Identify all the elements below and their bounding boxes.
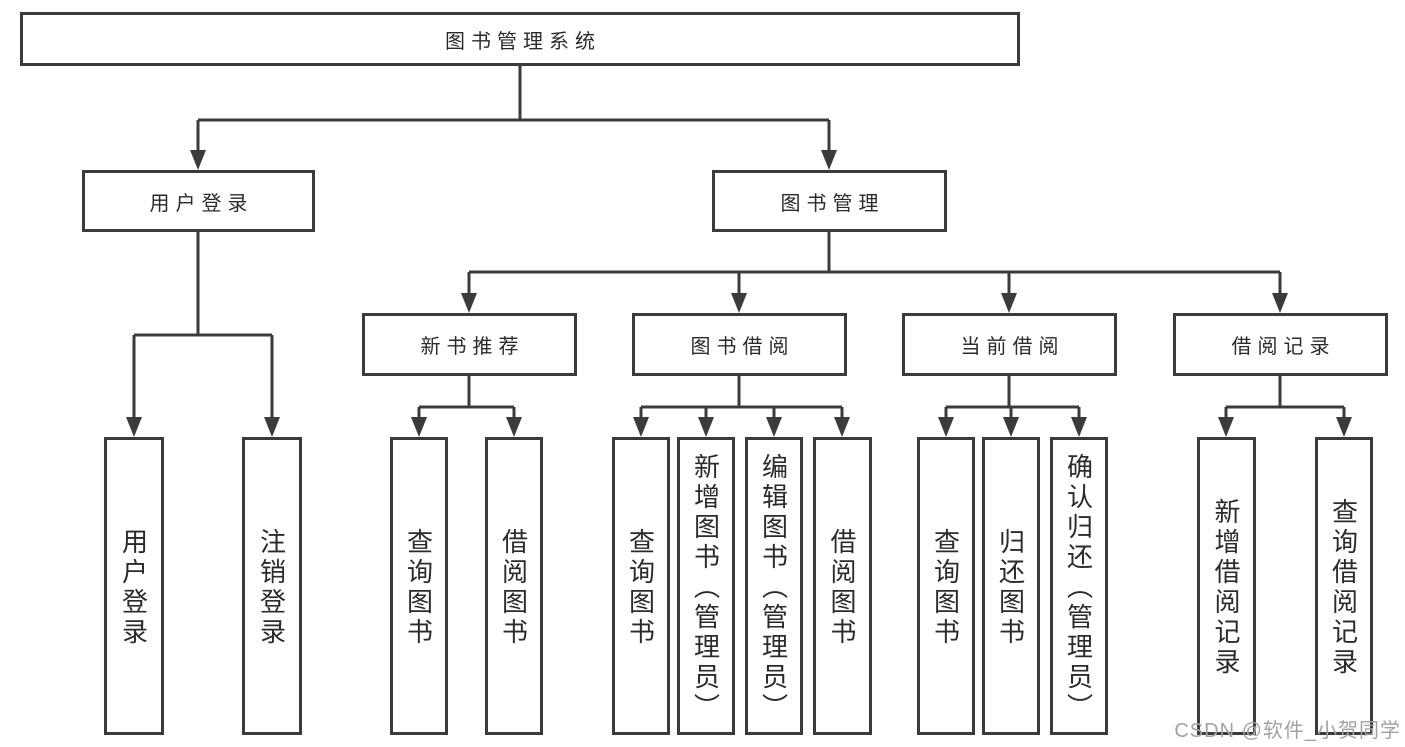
node-root: 图书管理系统 — [20, 12, 1020, 66]
leaf-logout: 注销登录 — [242, 437, 302, 735]
arrowheads — [126, 150, 1352, 437]
leaf-borrow-query-books: 查询图书 — [612, 437, 670, 735]
leaf-borrow-borrow-books: 借阅图书 — [813, 437, 872, 735]
leaf-borrow-add-books-admin: 新增图书（管理员） — [677, 437, 735, 735]
node-borrow-records: 借阅记录 — [1173, 313, 1388, 376]
leaf-current-confirm-return-admin: 确认归还（管理员） — [1050, 437, 1108, 735]
leaf-record-query-borrow-record: 查询借阅记录 — [1315, 437, 1373, 735]
leaf-newbook-borrow-books: 借阅图书 — [485, 437, 543, 735]
node-current-borrow: 当前借阅 — [902, 313, 1117, 376]
leaf-borrow-edit-books-admin: 编辑图书（管理员） — [745, 437, 803, 735]
node-book-borrow: 图书借阅 — [632, 313, 847, 376]
node-new-book-recommend: 新书推荐 — [362, 313, 577, 376]
leaf-newbook-query-books: 查询图书 — [390, 437, 448, 735]
leaf-current-return-books: 归还图书 — [982, 437, 1040, 735]
leaf-current-query-books: 查询图书 — [917, 437, 975, 735]
connector-path — [132, 66, 1346, 425]
node-book-management: 图书管理 — [712, 170, 947, 232]
leaf-user-login: 用户登录 — [104, 437, 164, 735]
leaf-record-add-borrow-record: 新增借阅记录 — [1197, 437, 1256, 735]
node-user-login: 用户登录 — [82, 170, 315, 232]
watermark: CSDN @软件_小贺同学 — [1174, 720, 1401, 742]
